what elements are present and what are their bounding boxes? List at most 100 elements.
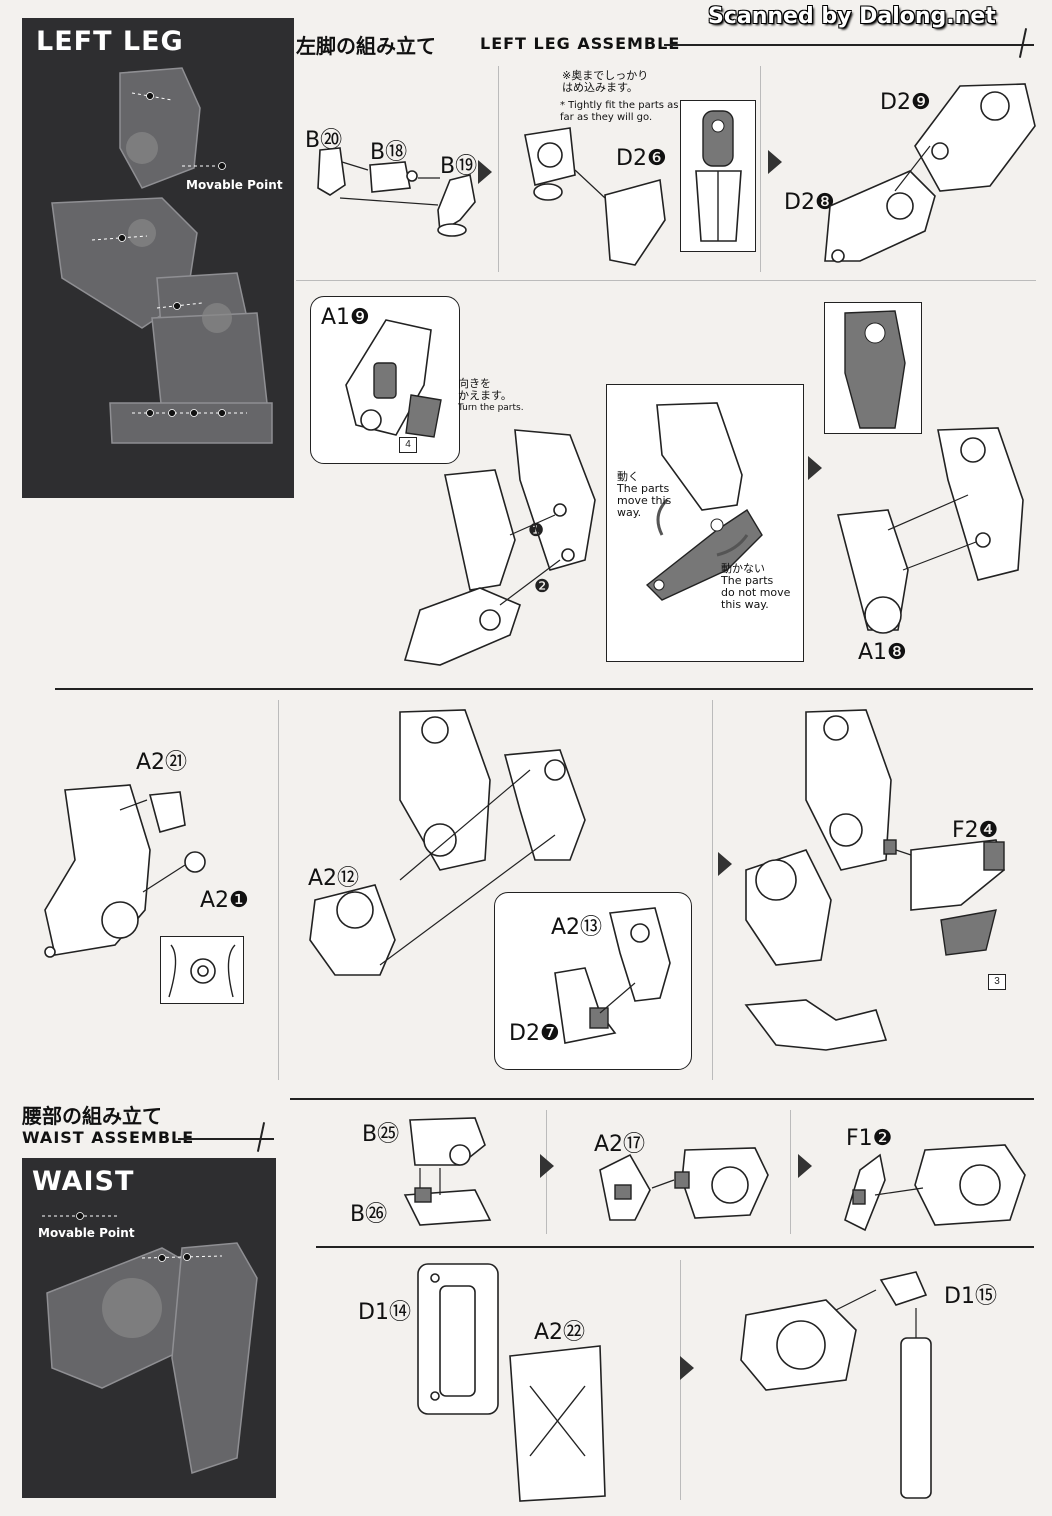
part-b26: B㉖ bbox=[350, 1202, 388, 1227]
movement-illustration bbox=[645, 402, 763, 601]
step-a2-left bbox=[44, 784, 206, 958]
step-arrow bbox=[808, 456, 822, 480]
part-a212: A2⑫ bbox=[308, 866, 360, 891]
note-jp-line: ※奥までしっかり bbox=[562, 69, 649, 82]
part-b19: B⑲ bbox=[440, 154, 478, 179]
moves-note: 動く The parts move this way. bbox=[617, 471, 671, 519]
a19-part bbox=[345, 319, 442, 438]
waist-rule bbox=[290, 1098, 1034, 1100]
preview-box bbox=[824, 302, 922, 434]
step-arrow bbox=[798, 1154, 812, 1178]
waist-title-en: WAIST ASSEMBLE bbox=[22, 1128, 195, 1147]
movable-point-label: Movable Point bbox=[38, 1226, 135, 1240]
inset-box bbox=[160, 936, 244, 1004]
left-leg-panel: LEFT LEG Movable Point bbox=[22, 18, 294, 498]
step-a1-assembly bbox=[403, 429, 596, 666]
step-a2-middle bbox=[309, 709, 586, 976]
panel-title: WAIST bbox=[32, 1166, 135, 1197]
part-a18: A1❽ bbox=[858, 640, 907, 665]
note-en-line: far as they will go. bbox=[560, 112, 653, 123]
moves-en: The parts bbox=[617, 482, 670, 495]
note-jp: ※奥までしっかり はめ込みます。 bbox=[562, 70, 648, 94]
row-rule bbox=[55, 688, 1033, 690]
step-arrow bbox=[718, 852, 732, 876]
part-d26: D2❻ bbox=[616, 146, 667, 171]
step-b-parts bbox=[317, 147, 476, 237]
divider bbox=[278, 700, 279, 1080]
note-en-line: * Tightly fit the parts as bbox=[560, 100, 679, 111]
waist-title-rule bbox=[178, 1138, 274, 1140]
nomove-en: this way. bbox=[721, 598, 769, 611]
note-en: * Tightly fit the parts as far as they w… bbox=[560, 100, 678, 124]
step-a18-assembly bbox=[836, 427, 1024, 634]
a213-d27-parts bbox=[554, 907, 671, 1044]
moves-jp: 動く bbox=[617, 470, 639, 483]
nomove-en: The parts bbox=[721, 574, 774, 587]
part-d114: D1⑭ bbox=[358, 1300, 411, 1325]
divider bbox=[498, 66, 499, 272]
part-f12: F1❷ bbox=[846, 1126, 893, 1151]
part-d115: D1⑮ bbox=[944, 1284, 997, 1309]
part-a213: A2⑬ bbox=[551, 915, 603, 940]
sub-assembly-callout: A2⑬ D2❼ bbox=[494, 892, 692, 1070]
part-d28: D2❽ bbox=[784, 190, 835, 215]
part-b18: B⑱ bbox=[370, 140, 408, 165]
part-a222: A2㉒ bbox=[534, 1320, 586, 1345]
note-jp-line: はめ込みます。 bbox=[562, 81, 638, 94]
step-b25-b26 bbox=[403, 1117, 492, 1226]
step-d2-assembly bbox=[824, 83, 1036, 263]
sticker-ref: 4 bbox=[399, 437, 417, 453]
waist-title-rule-tick bbox=[256, 1122, 266, 1152]
sticker-ref: 3 bbox=[988, 974, 1006, 990]
inset-detail bbox=[168, 944, 236, 998]
step-arrow bbox=[540, 1154, 554, 1178]
turn-en: Turn the parts. bbox=[458, 403, 524, 413]
turn-parts-callout: A1❾ 4 bbox=[310, 296, 460, 464]
preview-part bbox=[844, 310, 906, 429]
movable-point-label: Movable Point bbox=[186, 178, 283, 192]
title-rule-tick bbox=[1018, 28, 1028, 58]
step-arrow bbox=[768, 150, 782, 174]
part-d27: D2❼ bbox=[509, 1021, 560, 1046]
title-rule bbox=[664, 44, 1034, 46]
divider bbox=[680, 1260, 681, 1500]
step-arrow bbox=[478, 160, 492, 184]
part-d29: D2❾ bbox=[880, 90, 931, 115]
part-a221: A2㉑ bbox=[136, 750, 188, 775]
inset-part bbox=[695, 110, 742, 242]
nomove-jp: 動かない bbox=[721, 562, 765, 575]
row-rule bbox=[316, 1246, 1034, 1248]
part-a21: A2❶ bbox=[200, 888, 249, 913]
nomove-en: do not move bbox=[721, 586, 791, 599]
step-number: ❶ bbox=[528, 520, 545, 540]
watermark: Scanned by Dalong.net bbox=[708, 4, 996, 29]
waist-title-jp: 腰部の組み立て bbox=[22, 1104, 162, 1128]
part-a19: A1❾ bbox=[321, 305, 370, 330]
divider bbox=[790, 1110, 791, 1234]
turn-jp: かえます。 bbox=[458, 389, 512, 402]
movement-box: 動く The parts move this way. 動かない The par… bbox=[606, 384, 804, 662]
inset-box bbox=[680, 100, 756, 252]
sticker-number: 4 bbox=[405, 439, 411, 450]
part-a217: A2⑰ bbox=[594, 1132, 646, 1157]
left-leg-title-jp: 左脚の組み立て bbox=[296, 34, 436, 58]
waist-panel: WAIST Movable Point bbox=[22, 1158, 276, 1498]
waist-illustration bbox=[42, 1212, 258, 1474]
nomove-note: 動かない The parts do not move this way. bbox=[721, 563, 790, 611]
step-arrow bbox=[680, 1356, 694, 1380]
step-d114-a222 bbox=[417, 1263, 606, 1502]
step-number: ❷ bbox=[534, 576, 551, 596]
step-f24-assembly bbox=[744, 709, 1005, 1051]
moves-en: move this bbox=[617, 494, 672, 507]
step-d115 bbox=[740, 1271, 932, 1499]
sticker-number: 3 bbox=[994, 976, 1000, 987]
turn-jp: 向きを bbox=[458, 377, 491, 390]
step-f12 bbox=[844, 1144, 1026, 1232]
divider bbox=[760, 66, 761, 272]
panel-title: LEFT LEG bbox=[36, 26, 184, 57]
turn-note: 向きを かえます。 Turn the parts. bbox=[458, 378, 524, 414]
leg-illustration bbox=[51, 67, 273, 444]
step-a217 bbox=[599, 1147, 769, 1221]
left-leg-title-en: LEFT LEG ASSEMBLE bbox=[480, 34, 681, 53]
divider bbox=[712, 700, 713, 1080]
